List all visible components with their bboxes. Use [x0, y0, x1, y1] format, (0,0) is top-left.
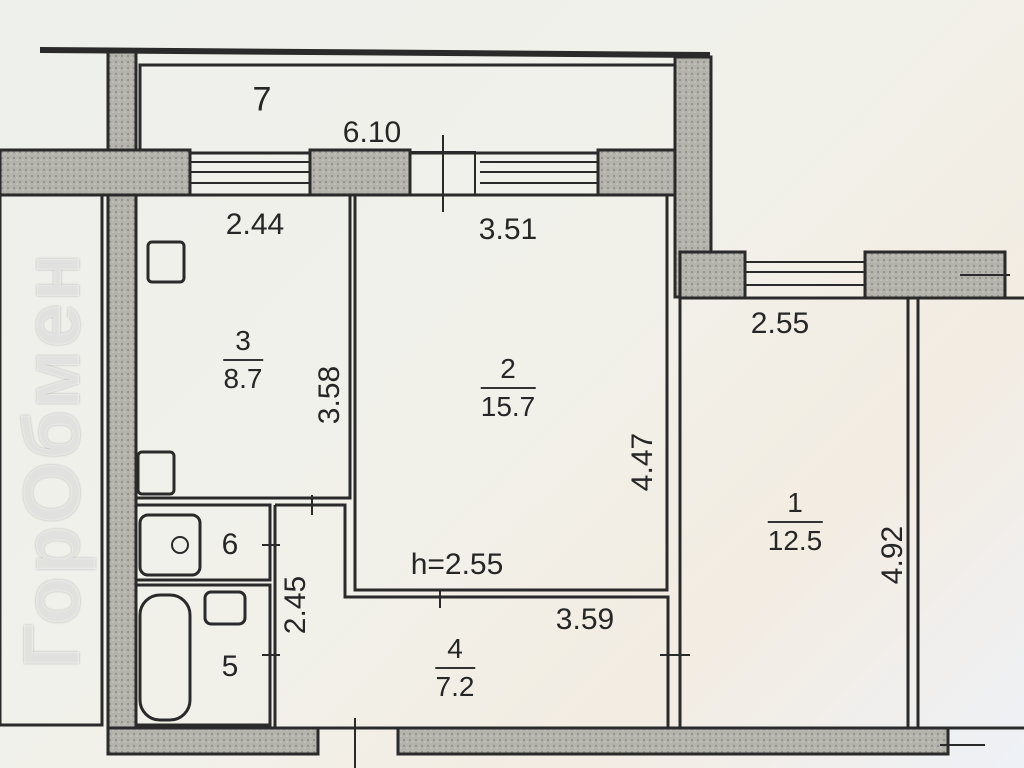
room1-width: 2.55: [750, 307, 810, 340]
wall-segment: [0, 148, 192, 197]
sink-icon: [136, 450, 176, 496]
hall-length: 3.59: [555, 603, 615, 636]
room-7-number: 7: [252, 80, 272, 119]
ceiling-height: h=2.55: [410, 548, 504, 581]
room-3-outline: [134, 193, 352, 500]
room-1-outline: [678, 296, 910, 730]
room-3-number: 3: [223, 325, 263, 361]
toilet-icon: [138, 513, 202, 577]
wall-segment: [596, 148, 682, 197]
room-4-number: 4: [435, 633, 475, 669]
room-1-label: 1 12.5: [767, 487, 823, 557]
room-6-number: 6: [221, 528, 239, 561]
neighbour-room-outline: [0, 193, 104, 727]
room-3-area: 8.7: [223, 363, 263, 394]
bathtub-icon: [138, 593, 192, 722]
kitchen-width: 2.44: [225, 208, 285, 241]
window: [190, 151, 865, 286]
door-ticks: [262, 274, 1010, 768]
room-3-label: 3 8.7: [223, 325, 263, 395]
bottom-wall: [396, 726, 950, 756]
stove-icon: [146, 240, 186, 284]
balcony-length: 6.10: [342, 116, 402, 149]
outer-wall-line: [39, 47, 711, 58]
watermark: ГорОбмен: [7, 251, 96, 669]
room-6-outline: [134, 503, 272, 582]
side-room-outline: [916, 296, 1024, 730]
room-5-number: 5: [221, 650, 239, 683]
washbasin-icon: [203, 590, 247, 626]
bottom-wall: [106, 726, 320, 756]
room-2-area: 15.7: [480, 391, 536, 422]
room-5-outline: [134, 583, 272, 727]
room-2-label: 2 15.7: [480, 353, 536, 423]
room-1-area: 12.5: [767, 525, 823, 556]
kitchen-length: 3.58: [313, 365, 346, 425]
room-2-number: 2: [480, 353, 536, 389]
room-2-outline: [353, 193, 669, 592]
room-1-number: 1: [767, 487, 823, 523]
bath-length: 2.45: [279, 575, 312, 635]
room2-width: 3.51: [478, 213, 538, 246]
balcony-outline: [138, 63, 677, 155]
room-4-outline: [273, 503, 670, 730]
room1-length: 4.92: [876, 525, 909, 585]
toilet-bowl-icon: [171, 536, 189, 554]
wall-segment: [678, 250, 747, 300]
room-4-label: 4 7.2: [435, 633, 475, 703]
room2-length: 4.47: [626, 432, 659, 492]
wall-segment: [308, 148, 412, 197]
room-4-area: 7.2: [435, 671, 475, 702]
